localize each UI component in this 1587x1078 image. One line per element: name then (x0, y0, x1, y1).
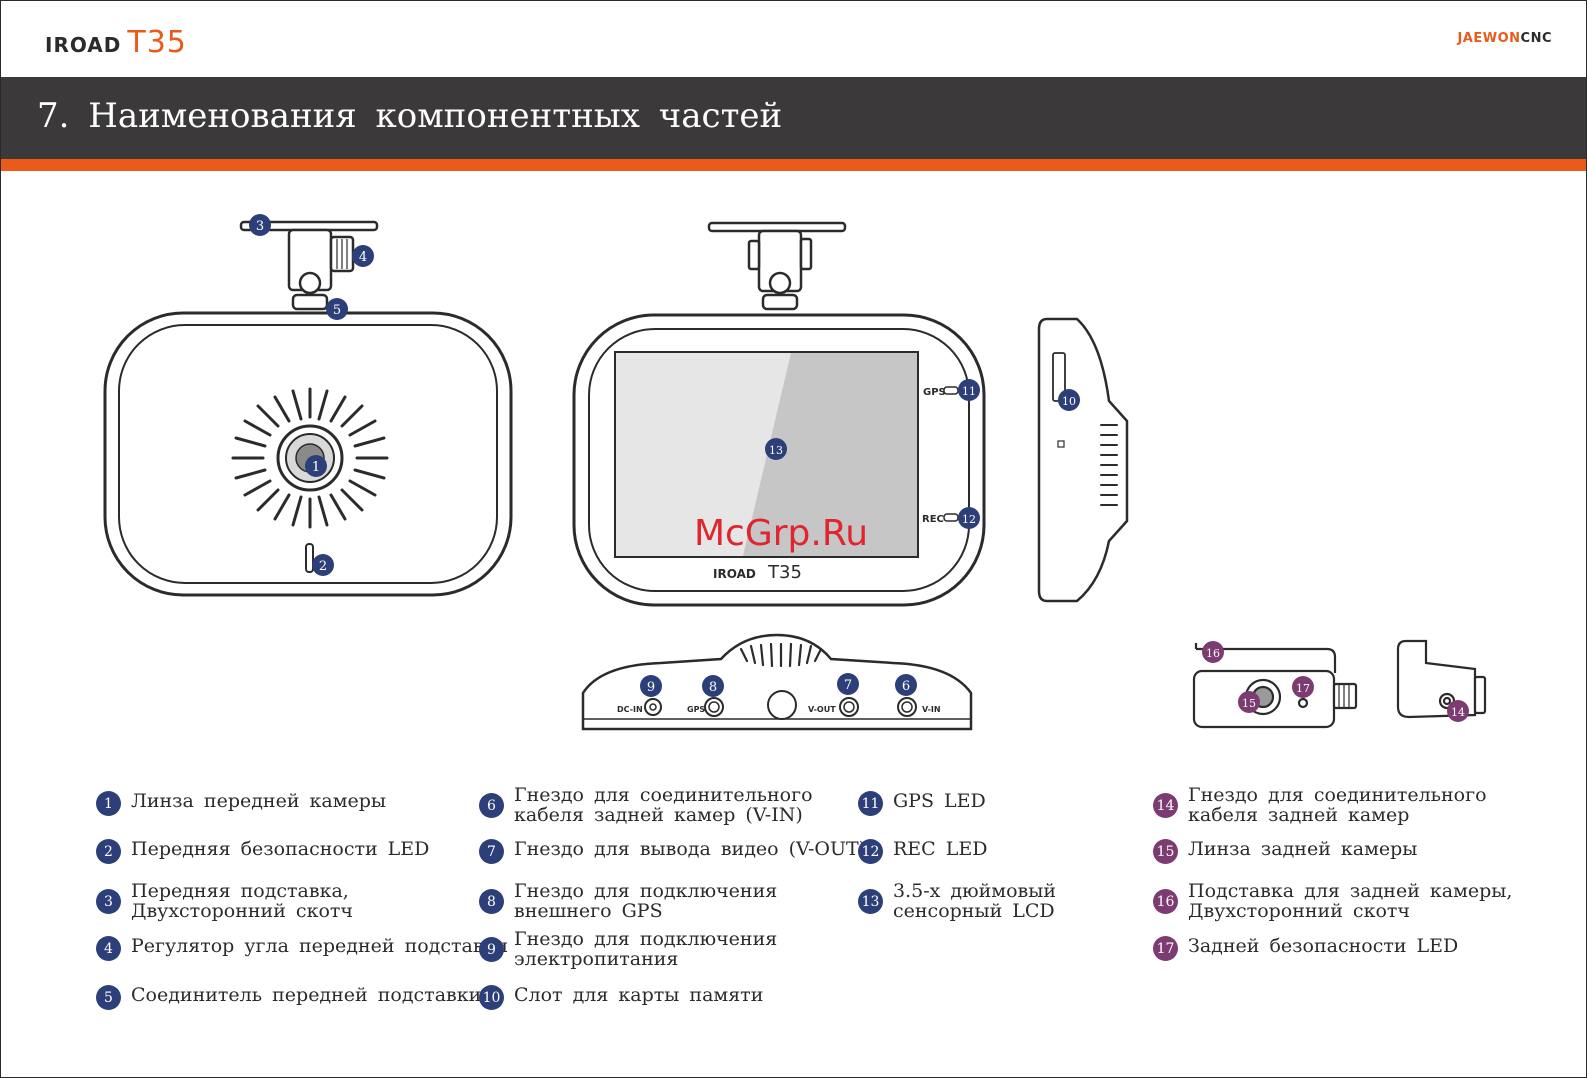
legend-badge: 4 (96, 936, 121, 961)
legend-badge: 11 (858, 791, 883, 816)
number-markers: 1 2 3 4 5 6 7 8 9 10 11 12 13 14 15 16 1… (249, 214, 1469, 722)
watermark: McGrp.Ru (694, 513, 869, 554)
legend-badge: 7 (479, 839, 504, 864)
title-bar (1, 77, 1586, 159)
legend-badge: 9 (479, 937, 504, 962)
company-name-a: JAEWON (1457, 31, 1521, 46)
iroad-logo: IROAD T35 (45, 25, 187, 60)
front-view (103, 220, 513, 597)
legend-badge: 17 (1153, 936, 1178, 961)
v-in-port-label: V-IN (922, 705, 941, 714)
svg-text:6: 6 (902, 679, 910, 694)
svg-text:3: 3 (256, 219, 264, 234)
svg-text:5: 5 (333, 303, 341, 318)
legend-item-4: 4 Регулятор угла передней подставки (96, 936, 508, 961)
company-name-b: CNC (1520, 31, 1552, 46)
legend-badge: 5 (96, 985, 121, 1010)
bottom-view (581, 633, 973, 731)
marker-5: 5 (326, 298, 348, 320)
svg-text:17: 17 (1296, 682, 1310, 695)
dc-in-port-label: DC-IN (617, 705, 643, 714)
v-out-port-label: V-OUT (808, 705, 836, 714)
marker-15: 15 (1238, 691, 1260, 713)
legend-item-1: 1 Линза передней камеры (96, 791, 386, 816)
svg-text:13: 13 (769, 444, 783, 457)
legend-item-2: 2 Передняя безопасности LED (96, 839, 429, 864)
back-view (572, 221, 986, 607)
legend-item-17: 17 Задней безопасности LED (1153, 936, 1458, 961)
legend-badge: 6 (479, 793, 504, 818)
marker-11: 11 (958, 379, 980, 401)
logo-brand: IROAD (45, 33, 122, 57)
legend-item-3: 3 Передняя подставка,Двухсторонний скотч (96, 881, 353, 921)
marker-14: 14 (1447, 700, 1469, 722)
marker-10: 10 (1058, 389, 1080, 411)
legend-badge: 1 (96, 791, 121, 816)
legend-badge: 13 (858, 889, 883, 914)
page-title: 7. Наименования компонентных частей (37, 96, 783, 136)
svg-text:1: 1 (312, 460, 320, 475)
legend-badge: 16 (1153, 889, 1178, 914)
side-view (1037, 317, 1129, 603)
legend-badge: 10 (479, 985, 504, 1010)
marker-9: 9 (640, 675, 662, 697)
svg-text:10: 10 (1062, 395, 1076, 408)
svg-text:12: 12 (962, 513, 976, 526)
rear-camera-side-view (1396, 639, 1487, 719)
marker-4: 4 (352, 245, 374, 267)
legend-badge: 8 (479, 889, 504, 914)
marker-6: 6 (895, 674, 917, 696)
svg-text:4: 4 (359, 250, 367, 265)
marker-7: 7 (837, 673, 859, 695)
screen-logo-brand: IROAD (713, 567, 756, 581)
legend-item-12: 12 REC LED (858, 839, 987, 864)
legend-item-15: 15 Линза задней камеры (1153, 839, 1417, 864)
legend-item-11: 11 GPS LED (858, 791, 986, 816)
legend-item-5: 5 Соединитель передней подставки (96, 985, 481, 1010)
svg-text:16: 16 (1206, 647, 1220, 660)
marker-2: 2 (312, 554, 334, 576)
marker-1: 1 (305, 455, 327, 477)
legend-badge: 15 (1153, 839, 1178, 864)
logo-model: T35 (127, 25, 187, 60)
marker-12: 12 (958, 507, 980, 529)
gps-port-label: GPS (687, 705, 705, 714)
legend-item-16: 16 Подставка для задней камеры,Двухсторо… (1153, 881, 1512, 921)
marker-16: 16 (1202, 641, 1224, 663)
svg-text:7: 7 (844, 678, 852, 693)
svg-text:2: 2 (319, 559, 327, 574)
svg-text:15: 15 (1242, 697, 1256, 710)
rec-led-label: REC (922, 514, 944, 525)
title-accent-stripe (1, 159, 1586, 171)
legend-badge: 2 (96, 839, 121, 864)
company-logo: JAEWONCNC (1457, 31, 1552, 46)
device-illustrations: GPS REC IROAD T35 (103, 214, 1487, 731)
svg-text:11: 11 (962, 385, 976, 398)
marker-3: 3 (249, 214, 271, 236)
svg-text:8: 8 (709, 680, 717, 695)
gps-led-label: GPS (923, 387, 946, 398)
legend-item-7: 7 Гнездо для вывода видео (V-OUT) (479, 839, 866, 864)
legend-badge: 14 (1153, 793, 1178, 818)
marker-8: 8 (702, 675, 724, 697)
legend-badge: 12 (858, 839, 883, 864)
marker-17: 17 (1292, 676, 1314, 698)
legend-item-10: 10 Слот для карты памяти (479, 985, 763, 1010)
svg-text:9: 9 (647, 680, 655, 695)
vent-sunburst (231, 387, 389, 529)
screen-logo-model: T35 (767, 562, 802, 583)
legend-badge: 3 (96, 889, 121, 914)
marker-13: 13 (765, 438, 787, 460)
svg-text:14: 14 (1451, 706, 1465, 719)
